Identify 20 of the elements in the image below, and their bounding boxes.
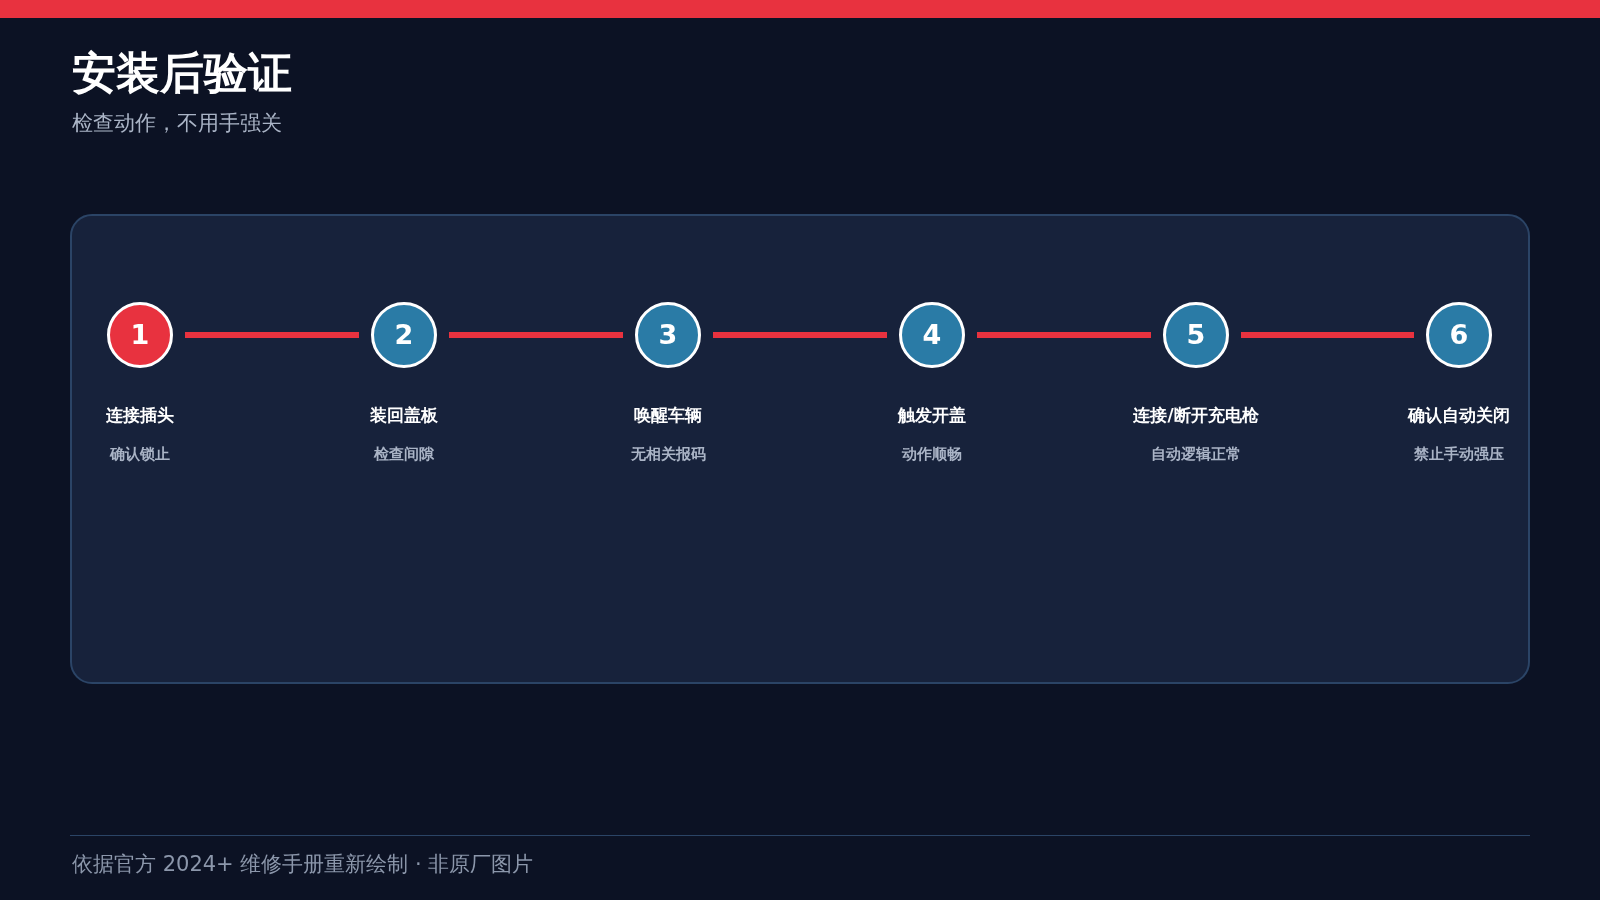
connector-line xyxy=(713,332,887,338)
connector-line xyxy=(449,332,623,338)
connector-line xyxy=(977,332,1151,338)
connector-line xyxy=(185,332,359,338)
footer-note: 依据官方 2024+ 维修手册重新绘制 · 非原厂图片 xyxy=(72,851,534,878)
step-description: 禁止手动强压 xyxy=(1414,445,1504,464)
step-title: 触发开盖 xyxy=(898,404,966,427)
step-title: 连接/断开充电枪 xyxy=(1133,404,1259,427)
subtitle: 检查动作，不用手强关 xyxy=(72,110,282,137)
step-description: 确认锁止 xyxy=(110,445,170,464)
title: 安装后验证 xyxy=(72,46,292,100)
step-description: 动作顺畅 xyxy=(902,445,962,464)
step-title: 连接插头 xyxy=(106,404,174,427)
step-description: 检查间隙 xyxy=(374,445,434,464)
connector-line xyxy=(1241,332,1414,338)
step-description: 无相关报码 xyxy=(630,445,706,464)
step-description: 自动逻辑正常 xyxy=(1151,445,1241,464)
step-title: 唤醒车辆 xyxy=(634,404,702,427)
step-title: 确认自动关闭 xyxy=(1408,404,1510,427)
step-title: 装回盖板 xyxy=(370,404,438,427)
